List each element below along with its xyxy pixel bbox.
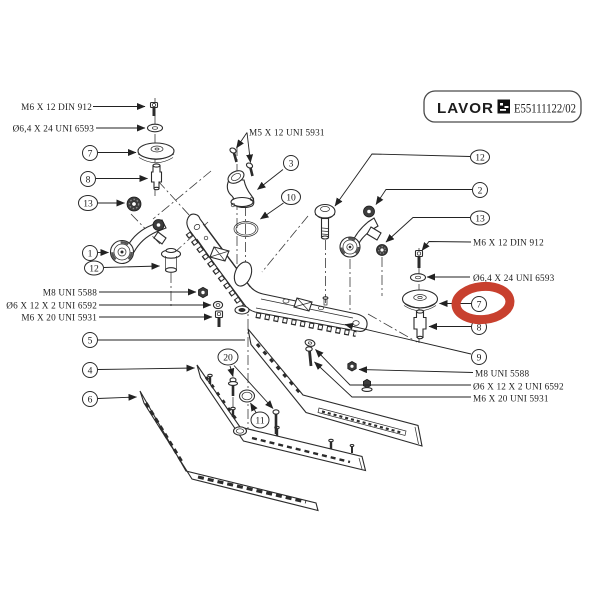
seal-ring-part11	[238, 389, 256, 403]
leader-lines	[93, 103, 474, 413]
svg-text:20: 20	[223, 352, 233, 363]
callout-7-right[interactable]: 7	[471, 296, 487, 312]
svg-text:6: 6	[88, 394, 93, 405]
callout-badges: 7 8 13 1 12 3 10 12 2 13 7 8 9 5 4 6 20 …	[78, 145, 490, 429]
band-vertex-collar	[232, 426, 248, 436]
washer-right	[409, 273, 427, 282]
spacer-part8-left	[150, 163, 163, 191]
part-labels: M6 X 12 DIN 912 Ø6,4 X 24 UNI 6593 M5 X …	[6, 102, 564, 404]
wheel-arm-part1	[109, 219, 167, 265]
screw-m6x20-right	[305, 346, 313, 367]
label-washer-6-4-right: Ø6,4 X 24 UNI 6593	[473, 273, 555, 283]
label-m6x20-uni5931-right: M6 X 20 UNI 5931	[473, 394, 549, 404]
callout-11[interactable]: 11	[250, 411, 270, 429]
svg-text:8: 8	[477, 322, 482, 333]
brand-logo-text: LAVOR	[437, 100, 494, 117]
beam-bent-tab	[209, 246, 230, 262]
front-blade-part6	[139, 390, 319, 512]
callout-1[interactable]: 1	[82, 245, 98, 261]
callout-2[interactable]: 2	[472, 182, 488, 198]
nut-m8-right	[347, 361, 357, 372]
callout-13-left[interactable]: 13	[78, 195, 98, 211]
callout-12-left[interactable]: 12	[84, 260, 104, 276]
label-washer-6x12x2-left: Ø6 X 12 X 2 UNI 6592	[6, 301, 97, 311]
highlight-ellipse	[451, 281, 515, 325]
svg-text:3: 3	[289, 158, 294, 169]
nut-small-right	[361, 378, 373, 392]
flanged-bolt-part12-left	[160, 247, 182, 273]
svg-text:7: 7	[477, 299, 482, 310]
label-m8-uni5588-left: M8 UNI 5588	[43, 288, 97, 298]
callout-13-right[interactable]: 13	[470, 210, 490, 226]
callout-12-right[interactable]: 12	[470, 149, 490, 165]
svg-text:12: 12	[475, 152, 485, 163]
washer-o6-right	[304, 339, 316, 347]
label-m6x12-din912-right: M6 X 12 DIN 912	[473, 238, 544, 248]
callout-8-left[interactable]: 8	[80, 171, 96, 187]
brand-logo-mark	[497, 99, 510, 114]
document-code: E55111122/02	[514, 101, 576, 116]
label-washer-6-4-left: Ø6,4 X 24 UNI 6593	[13, 124, 95, 134]
callout-4[interactable]: 4	[82, 362, 98, 378]
nut-m8-left	[198, 286, 208, 299]
svg-text:1: 1	[88, 248, 93, 259]
squeegee-beam-body	[185, 213, 368, 337]
m5-screws	[229, 147, 254, 177]
svg-text:12: 12	[89, 263, 99, 274]
svg-text:13: 13	[83, 198, 93, 209]
svg-text:13: 13	[475, 213, 485, 224]
screw-m6x12-right	[414, 249, 424, 268]
o-ring-part10	[233, 221, 259, 237]
svg-text:7: 7	[88, 148, 93, 159]
svg-text:10: 10	[286, 192, 296, 203]
svg-text:2: 2	[478, 185, 483, 196]
wheel-arm-part2	[339, 205, 382, 258]
callout-7-left[interactable]: 7	[82, 145, 98, 161]
callout-9[interactable]: 9	[471, 349, 487, 365]
svg-text:4: 4	[88, 365, 93, 376]
support-wheel-part7-left	[137, 142, 175, 164]
support-wheel-part7-right	[401, 289, 439, 312]
callout-6[interactable]: 6	[82, 391, 98, 407]
label-m6x12-din912-left: M6 X 12 DIN 912	[21, 102, 92, 112]
carriage-bolt-part12-right	[314, 203, 336, 240]
callout-3[interactable]: 3	[283, 155, 299, 171]
callout-20[interactable]: 20	[217, 348, 239, 366]
title-block: LAVOR E55111122/02	[423, 90, 582, 123]
label-m8-uni5588-right: M8 UNI 5588	[475, 369, 529, 379]
svg-text:8: 8	[86, 174, 91, 185]
label-washer-6x12x2-right: Ø6 X 12 X 2 UNI 6592	[473, 382, 564, 392]
washer-o6-left	[212, 300, 224, 310]
screw-m6x20-left	[214, 310, 224, 327]
svg-text:11: 11	[255, 415, 264, 426]
svg-text:5: 5	[88, 335, 93, 346]
beam-bent-tab-right	[293, 297, 313, 312]
clamp-band-part4	[196, 364, 367, 472]
spacer-part8-right	[413, 309, 427, 340]
washer-left-top	[146, 123, 164, 133]
callout-5[interactable]: 5	[82, 332, 98, 348]
knob-part13-left	[126, 196, 142, 212]
screw-m6x12-left	[149, 101, 159, 116]
callout-10[interactable]: 10	[281, 189, 301, 205]
screws-part20	[227, 377, 280, 434]
beam-center-port	[233, 261, 253, 287]
label-m5x12-uni5931: M5 X 12 UNI 5931	[249, 128, 325, 138]
label-m6x20-uni5931-left: M6 X 20 UNI 5931	[21, 313, 97, 323]
hose-elbow-part3	[226, 170, 255, 209]
rear-strip-part5	[247, 328, 423, 447]
svg-text:9: 9	[477, 352, 482, 363]
nut-part13-right	[376, 244, 388, 256]
